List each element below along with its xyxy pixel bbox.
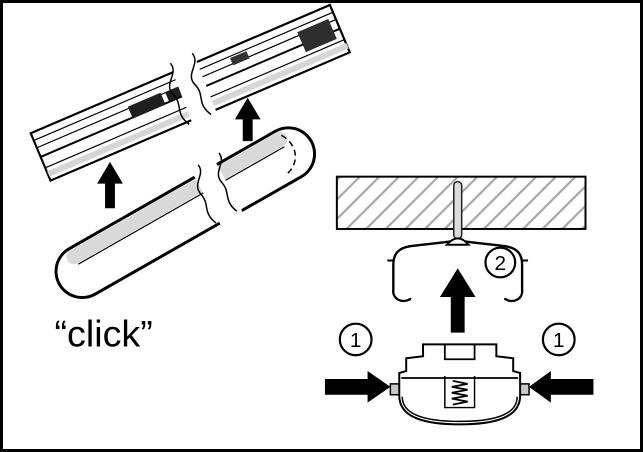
right-arrow-icon bbox=[324, 371, 391, 403]
step-badge-2: 2 bbox=[484, 246, 517, 279]
click-label: “click” bbox=[55, 312, 153, 354]
fixture-outline bbox=[398, 343, 522, 426]
hidden-edge-dashed bbox=[280, 134, 297, 175]
clip-hook-left bbox=[392, 288, 412, 303]
break-gap bbox=[192, 160, 244, 227]
break-lines-icon bbox=[168, 62, 190, 125]
rail-assembly-illustration bbox=[29, 3, 352, 183]
left-arrow-icon bbox=[529, 371, 594, 403]
step-badge-1-left: 1 bbox=[338, 322, 373, 357]
rail-end-component bbox=[297, 18, 337, 53]
cover-edge-line bbox=[77, 146, 285, 265]
diffuser-inner-line bbox=[401, 396, 518, 423]
step-1-number: 1 bbox=[350, 329, 362, 352]
diffuser-cover bbox=[54, 126, 317, 300]
clip-hook-right bbox=[504, 288, 524, 303]
up-arrow-icon bbox=[234, 97, 261, 142]
diagram-canvas: “click” 2 bbox=[29, 3, 594, 426]
up-arrow-icon bbox=[97, 161, 123, 209]
step-2-number: 2 bbox=[495, 252, 507, 275]
spring-icon bbox=[451, 380, 468, 406]
up-arrow-icon bbox=[439, 268, 476, 333]
cross-section-diagram: 2 1 1 bbox=[324, 175, 594, 426]
mounting-clip bbox=[387, 237, 529, 303]
clip-pin-boss bbox=[444, 237, 471, 246]
step-badge-1-right: 1 bbox=[541, 322, 576, 357]
terminal-block bbox=[127, 92, 166, 119]
terminal-block-small bbox=[165, 86, 184, 102]
rail-detail bbox=[230, 51, 250, 66]
break-gap bbox=[170, 55, 217, 126]
mounting-pin-icon bbox=[453, 180, 463, 240]
break-lines-icon bbox=[217, 152, 238, 212]
break-lines-icon bbox=[190, 52, 212, 116]
fixture-cross-section bbox=[389, 343, 530, 426]
top-channel bbox=[443, 344, 476, 361]
spring-housing bbox=[444, 375, 476, 409]
step-1-number: 1 bbox=[553, 329, 565, 352]
break-lines-icon bbox=[196, 164, 217, 224]
cover-top-face bbox=[66, 131, 288, 265]
